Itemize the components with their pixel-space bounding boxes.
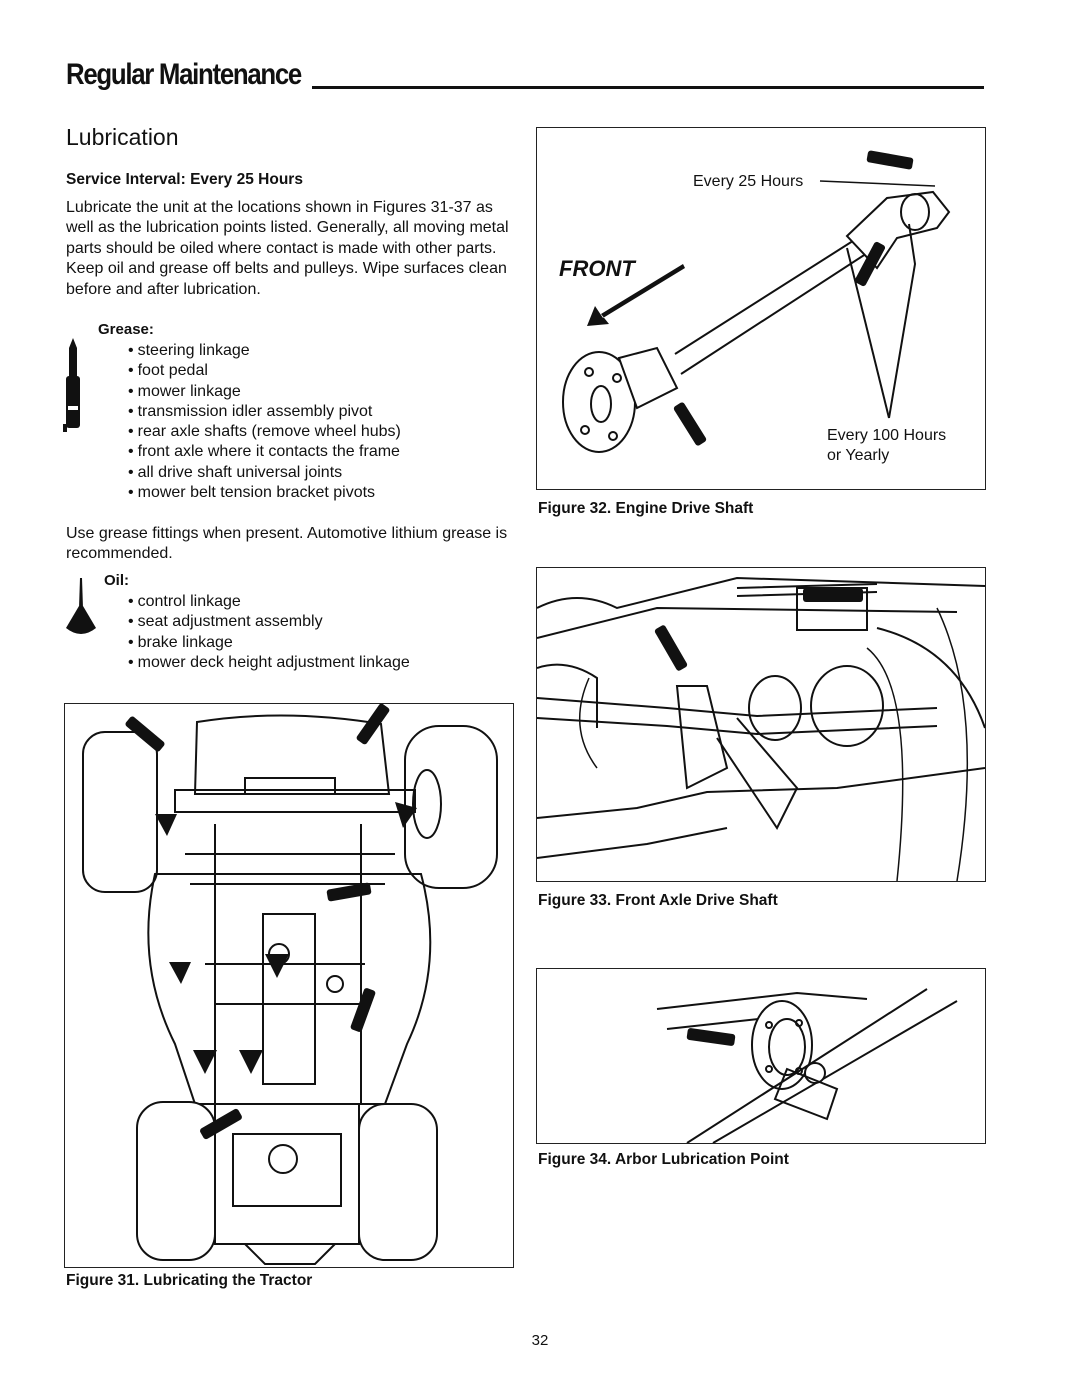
list-item: foot pedal: [128, 361, 401, 381]
list-item: all drive shaft universal joints: [128, 463, 401, 483]
figure-33-caption: Figure 33. Front Axle Drive Shaft: [538, 892, 778, 909]
figure-33-box: [536, 567, 986, 882]
label-front: FRONT: [559, 256, 636, 281]
figure-32-caption: Figure 32. Engine Drive Shaft: [538, 500, 754, 517]
grease-label: Grease:: [98, 321, 154, 338]
list-item: control linkage: [128, 592, 410, 612]
label-or-yearly: or Yearly: [827, 447, 889, 464]
list-item: rear axle shafts (remove wheel hubs): [128, 422, 401, 442]
grease-list: steering linkage foot pedal mower linkag…: [128, 341, 401, 503]
oil-can-icon: [66, 578, 96, 634]
service-interval: Service Interval: Every 25 Hours: [66, 171, 303, 188]
figure-31-box: [64, 703, 514, 1268]
title-rule: [312, 86, 984, 89]
list-item: transmission idler assembly pivot: [128, 402, 401, 422]
figure-34-caption: Figure 34. Arbor Lubrication Point: [538, 1151, 789, 1168]
figure-32-box: Every 25 Hours FRONT Every 100: [536, 127, 986, 490]
grease-note: Use grease fittings when present. Automo…: [66, 525, 508, 563]
label-every-25-hours: Every 25 Hours: [693, 173, 803, 190]
page-number: 32: [531, 1332, 549, 1349]
list-item: mower deck height adjustment linkage: [128, 653, 410, 673]
oil-list: control linkage seat adjustment assembly…: [128, 592, 410, 673]
section-title: Regular Maintenance: [66, 58, 302, 91]
tractor-underside-illustration: [82, 703, 498, 1265]
figure-34-box: [536, 968, 986, 1144]
front-arrow-icon: [587, 264, 685, 326]
list-item: front axle where it contacts the frame: [128, 442, 401, 462]
intro-paragraph: Lubricate the unit at the locations show…: [66, 199, 509, 298]
figure-31-caption: Figure 31. Lubricating the Tractor: [66, 1272, 313, 1289]
lubrication-heading: Lubrication: [66, 124, 179, 150]
grease-gun-icon: [63, 338, 80, 432]
list-item: mower belt tension bracket pivots: [128, 483, 401, 503]
list-item: seat adjustment assembly: [128, 612, 410, 632]
oil-label: Oil:: [104, 572, 129, 589]
label-every-100-hours: Every 100 Hours: [827, 427, 946, 444]
list-item: mower linkage: [128, 382, 401, 402]
engine-drive-shaft-illustration: Every 25 Hours FRONT Every 100: [559, 150, 951, 464]
arbor-lubrication-illustration: [656, 988, 958, 1144]
list-item: brake linkage: [128, 633, 410, 653]
front-axle-drive-shaft-illustration: [536, 576, 986, 882]
list-item: steering linkage: [128, 341, 401, 361]
